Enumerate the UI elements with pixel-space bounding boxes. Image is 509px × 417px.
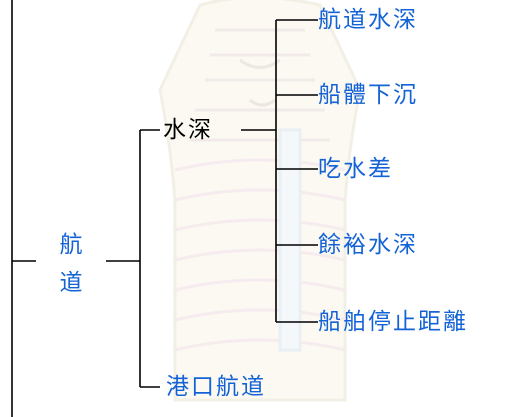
port-channel-node: 港口航道: [166, 374, 266, 400]
root-node: 航 道: [58, 226, 84, 302]
depth-item-channel-depth: 航道水深: [318, 7, 418, 33]
depth-item-squat: 船體下沉: [318, 82, 418, 108]
depth-item-stopping-distance: 船舶停止距離: [318, 309, 468, 335]
root-char-1: 航: [59, 232, 83, 258]
depth-item-trim: 吃水差: [318, 156, 393, 182]
depth-node: 水深: [163, 117, 213, 143]
depth-item-underkeel-clearance: 餘裕水深: [318, 232, 418, 258]
root-char-2: 道: [59, 270, 83, 296]
